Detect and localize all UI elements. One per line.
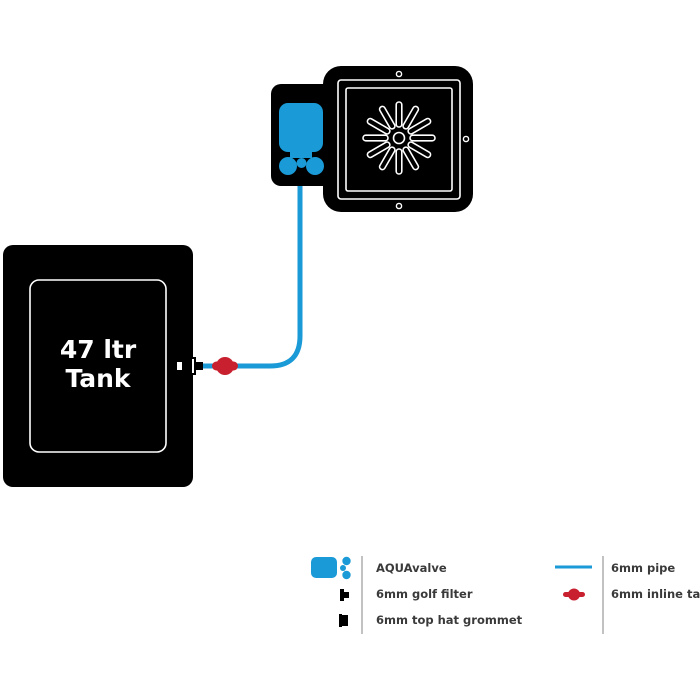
drain-sunburst-icon bbox=[362, 101, 436, 175]
tank-body bbox=[3, 245, 193, 487]
legend-grommet-icon bbox=[339, 614, 348, 627]
pot-housing bbox=[323, 66, 473, 212]
legend: AQUAvalve 6mm golf filter 6mm top hat gr… bbox=[311, 556, 700, 634]
inline-tap bbox=[212, 357, 238, 375]
mount-hole-top bbox=[395, 70, 403, 78]
legend-aquavalve-label: AQUAvalve bbox=[376, 561, 447, 575]
legend-grommet-label: 6mm top hat grommet bbox=[376, 613, 523, 627]
mount-hole-bottom bbox=[395, 202, 403, 210]
legend-golf-filter-icon bbox=[340, 589, 349, 601]
tank-label-line1: 47 ltr bbox=[60, 335, 137, 364]
legend-inline-tap-icon bbox=[563, 588, 585, 601]
aquavalve-icon bbox=[279, 103, 324, 175]
legend-inline-tap-label: 6mm inline tap bbox=[611, 587, 700, 601]
tank-label-line2: Tank bbox=[65, 364, 131, 393]
golf-filter bbox=[184, 357, 203, 375]
tank: 47 ltr Tank bbox=[3, 245, 193, 487]
mount-hole-right bbox=[462, 135, 470, 143]
top-hat-grommet bbox=[170, 357, 184, 375]
tray-inner-outline bbox=[345, 87, 453, 192]
aquavalve-unit bbox=[271, 66, 473, 212]
pipe bbox=[199, 169, 303, 369]
tray-outer-outline bbox=[337, 79, 461, 200]
legend-aquavalve-icon bbox=[311, 556, 351, 580]
legend-pipe-label: 6mm pipe bbox=[611, 561, 675, 575]
tank-inner-outline bbox=[29, 279, 167, 453]
legend-golf-filter-label: 6mm golf filter bbox=[376, 587, 473, 601]
